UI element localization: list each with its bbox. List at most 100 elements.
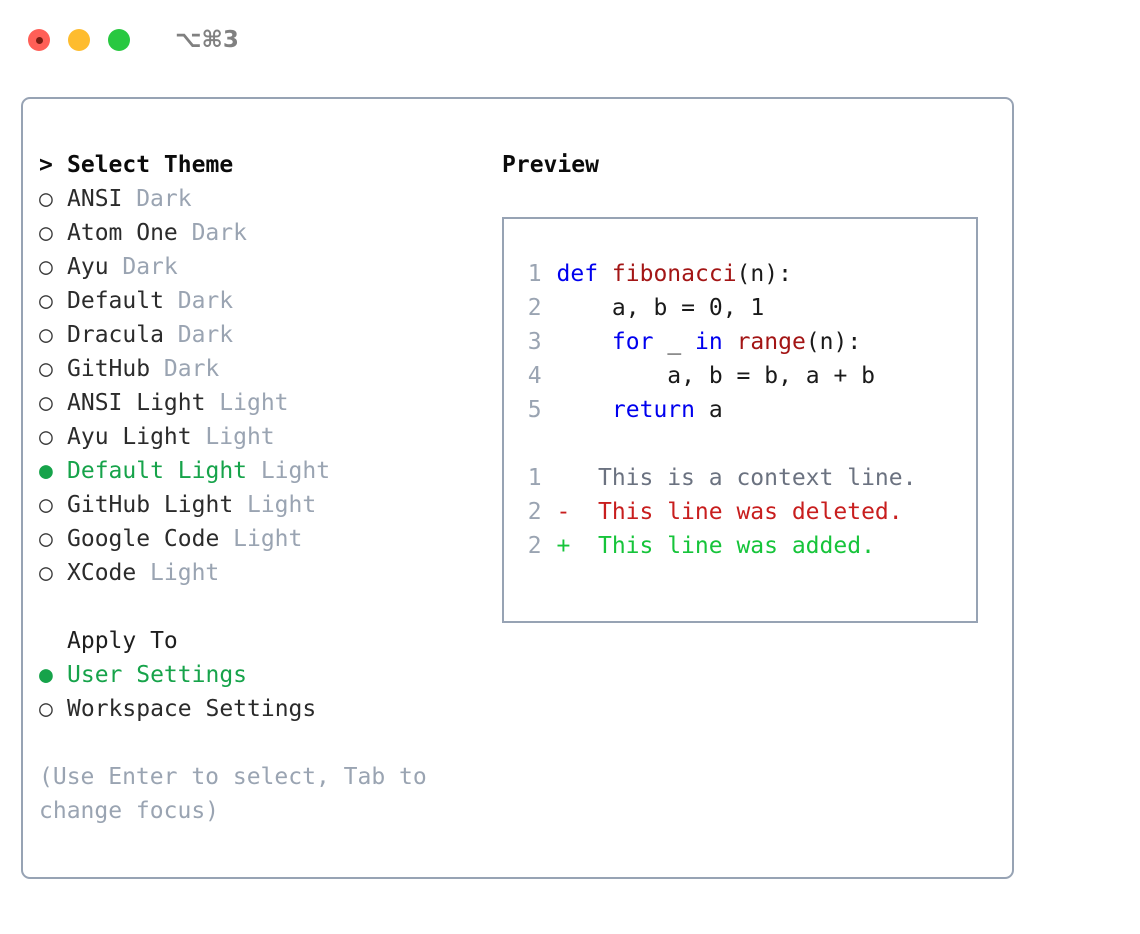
code-line: 2 a, b = 0, 1 bbox=[514, 291, 976, 325]
apply-to-option-list: ●User Settings ○ Workspace Settings bbox=[39, 658, 479, 726]
theme-variant-badge: Dark bbox=[163, 356, 220, 382]
theme-option-label: ANSI bbox=[67, 186, 123, 212]
theme-option-label: Ayu Light bbox=[67, 424, 192, 450]
theme-option-row[interactable]: ○ GitHub Dark bbox=[39, 352, 479, 386]
section-spacer bbox=[39, 590, 479, 624]
keyboard-hint-text: (Use Enter to select, Tab to change focu… bbox=[39, 764, 441, 824]
zoom-window-button[interactable] bbox=[108, 29, 130, 51]
minimize-window-button[interactable] bbox=[68, 29, 90, 51]
code-token: (n): bbox=[736, 261, 792, 287]
code-line-number: 1 bbox=[527, 261, 542, 287]
theme-option-row[interactable]: ○Dracula Dark bbox=[39, 318, 479, 352]
select-theme-header: > Select Theme bbox=[39, 148, 479, 182]
theme-option-row[interactable]: ○ ANSI Dark bbox=[39, 182, 479, 216]
diff-line-number: 1 bbox=[527, 465, 542, 491]
code-token: def bbox=[556, 261, 612, 287]
code-diff-spacer bbox=[514, 427, 976, 461]
code-line-number: 4 bbox=[527, 363, 542, 389]
radio-unselected-icon: ○ bbox=[39, 356, 53, 382]
label-spacer bbox=[219, 522, 233, 556]
apply-to-option-label: User Settings bbox=[67, 662, 248, 688]
label-spacer bbox=[178, 216, 192, 250]
apply-to-option-label: Workspace Settings bbox=[67, 696, 317, 722]
code-line-number: 3 bbox=[527, 329, 542, 355]
theme-option-row[interactable]: ● Default Light Light bbox=[39, 454, 479, 488]
diff-marker bbox=[557, 461, 585, 495]
code-line-number: 2 bbox=[527, 295, 542, 321]
theme-option-row[interactable]: ○ANSI Light Light bbox=[39, 386, 479, 420]
diff-line-text: This line was added. bbox=[584, 533, 875, 559]
theme-variant-badge: Dark bbox=[136, 186, 192, 212]
code-token bbox=[557, 397, 612, 423]
theme-list-column: > Select Theme ○ANSI Dark○Atom One Dark○… bbox=[39, 148, 479, 828]
apply-to-header: Apply To bbox=[67, 628, 178, 654]
theme-variant-badge: Dark bbox=[122, 254, 178, 280]
theme-option-row[interactable]: ○Ayu Dark bbox=[39, 250, 479, 284]
theme-variant-badge: Light bbox=[219, 390, 289, 416]
close-window-button[interactable] bbox=[28, 29, 50, 51]
radio-unselected-icon: ○ bbox=[39, 696, 53, 722]
apply-to-option-row[interactable]: ○ Workspace Settings bbox=[39, 692, 479, 726]
label-spacer bbox=[164, 284, 178, 318]
code-line: 4 a, b = b, a + b bbox=[514, 359, 976, 393]
window-controls bbox=[28, 29, 130, 51]
theme-option-row[interactable]: ○ Atom One Dark bbox=[39, 216, 479, 250]
code-token: (n): bbox=[805, 329, 862, 355]
radio-unselected-icon: ○ bbox=[39, 254, 53, 280]
theme-selector-panel: > Select Theme ○ANSI Dark○Atom One Dark○… bbox=[21, 97, 1014, 879]
theme-option-label: Google Code bbox=[67, 526, 220, 552]
code-token bbox=[557, 329, 612, 355]
theme-option-label: GitHub bbox=[67, 356, 151, 382]
radio-unselected-icon: ○ bbox=[39, 322, 53, 348]
theme-option-label: Default Light bbox=[67, 458, 248, 484]
theme-option-row[interactable]: ○GitHub Light Light bbox=[39, 488, 479, 522]
diff-line: 2- This line was deleted. bbox=[514, 495, 976, 529]
theme-variant-badge: Light bbox=[150, 560, 220, 586]
theme-option-list: ○ANSI Dark○Atom One Dark○Ayu Dark○Defaul… bbox=[39, 182, 479, 590]
code-token: a, b = b, a + b bbox=[556, 363, 876, 389]
window-titlebar: ⌥⌘3 bbox=[0, 0, 1140, 80]
theme-variant-badge: Light bbox=[260, 458, 331, 484]
theme-option-label: GitHub Light bbox=[67, 492, 234, 518]
code-token: for bbox=[611, 329, 654, 355]
theme-variant-badge: Dark bbox=[191, 220, 247, 246]
label-spacer bbox=[122, 182, 136, 216]
theme-variant-badge: Dark bbox=[177, 288, 234, 314]
label-spacer bbox=[247, 454, 261, 488]
diff-line-number: 2 bbox=[527, 533, 542, 559]
label-spacer bbox=[150, 352, 164, 386]
code-token bbox=[723, 329, 737, 355]
theme-option-label: Atom One bbox=[67, 220, 178, 246]
radio-unselected-icon: ○ bbox=[39, 220, 53, 246]
theme-option-label: Dracula bbox=[67, 322, 164, 348]
theme-option-row[interactable]: ○ XCode Light bbox=[39, 556, 479, 590]
label-spacer bbox=[192, 420, 206, 454]
label-spacer bbox=[136, 556, 150, 590]
label-spacer bbox=[205, 386, 219, 420]
diff-line-text: This line was deleted. bbox=[584, 499, 903, 525]
code-token: return bbox=[611, 397, 696, 423]
theme-option-row[interactable]: ○Default Dark bbox=[39, 284, 479, 318]
theme-variant-badge: Light bbox=[205, 424, 275, 450]
radio-unselected-icon: ○ bbox=[39, 186, 53, 212]
code-line: 5 return a bbox=[514, 393, 976, 427]
radio-unselected-icon: ○ bbox=[39, 390, 53, 416]
diff-sample: 1 This is a context line.2- This line wa… bbox=[514, 461, 976, 563]
radio-unselected-icon: ○ bbox=[39, 492, 53, 518]
theme-option-label: XCode bbox=[67, 560, 137, 586]
theme-option-row[interactable]: ○ Ayu Light Light bbox=[39, 420, 479, 454]
diff-line-text: This is a context line. bbox=[584, 465, 917, 491]
apply-to-option-row[interactable]: ●User Settings bbox=[39, 658, 479, 692]
radio-unselected-icon: ○ bbox=[39, 560, 53, 586]
radio-unselected-icon: ○ bbox=[39, 424, 53, 450]
diff-line: 1 This is a context line. bbox=[514, 461, 976, 495]
diff-line-number: 2 bbox=[527, 499, 542, 525]
theme-option-label: Default bbox=[67, 288, 164, 314]
theme-option-row[interactable]: ○Google Code Light bbox=[39, 522, 479, 556]
code-token: in bbox=[695, 329, 723, 355]
radio-selected-icon: ● bbox=[39, 458, 53, 484]
